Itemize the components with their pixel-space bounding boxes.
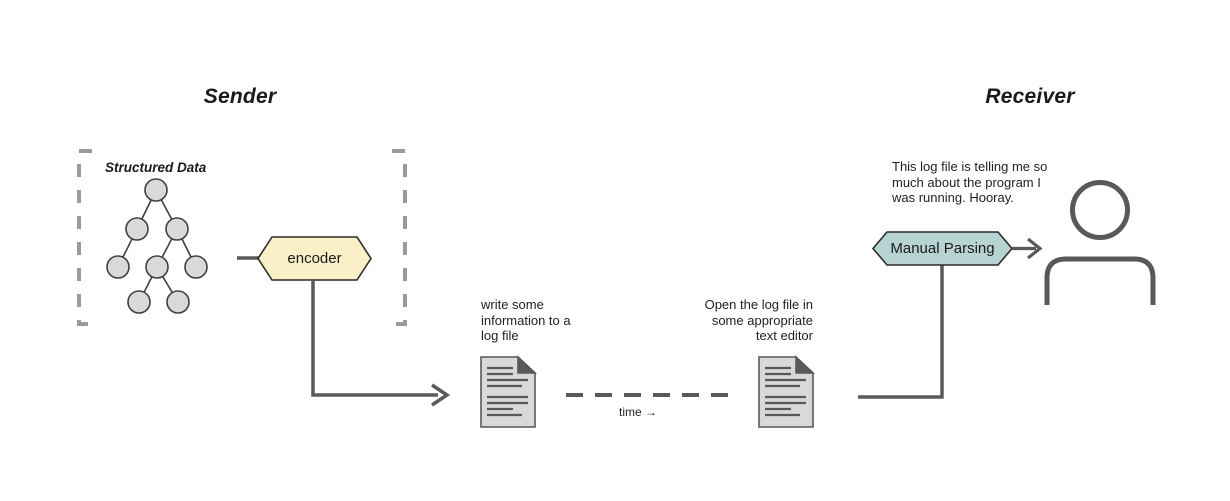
tree-node (125, 217, 149, 241)
encoder-label: encoder (287, 250, 342, 267)
structured-data-label: Structured Data (105, 160, 207, 175)
tree-node (165, 217, 189, 241)
tree-node (106, 255, 130, 279)
log-file-document-right[interactable] (758, 355, 816, 428)
encoder-shape[interactable] (257, 236, 372, 281)
time-axis-label: time → (619, 405, 658, 419)
receiver-thought-note: This log file is telling me so much abou… (892, 159, 1048, 205)
manual-parsing-shape[interactable] (871, 231, 1014, 266)
tree-node (166, 290, 190, 314)
tree-node (184, 255, 208, 279)
logfile-to-manualparsing-connector (858, 265, 944, 399)
structured-data-tree (106, 178, 208, 314)
sender-title: Sender (203, 85, 277, 108)
person-icon (1044, 180, 1156, 305)
tree-node (127, 290, 151, 314)
tree-node (144, 178, 168, 202)
manual-parsing-label: Manual Parsing (890, 240, 995, 257)
receiver-title: Receiver (985, 85, 1075, 108)
sender-group-bracket-right (392, 149, 407, 326)
log-file-document-left[interactable] (480, 355, 538, 428)
tree-node (145, 255, 169, 279)
write-log-note: write some information to a log file (481, 297, 571, 343)
open-log-note: Open the log file in some appropriate te… (704, 297, 813, 343)
manual-parsing-to-person-arrow (1012, 237, 1043, 260)
encoder-to-logfile-connector (311, 280, 451, 407)
sender-group-bracket-left (77, 149, 92, 326)
